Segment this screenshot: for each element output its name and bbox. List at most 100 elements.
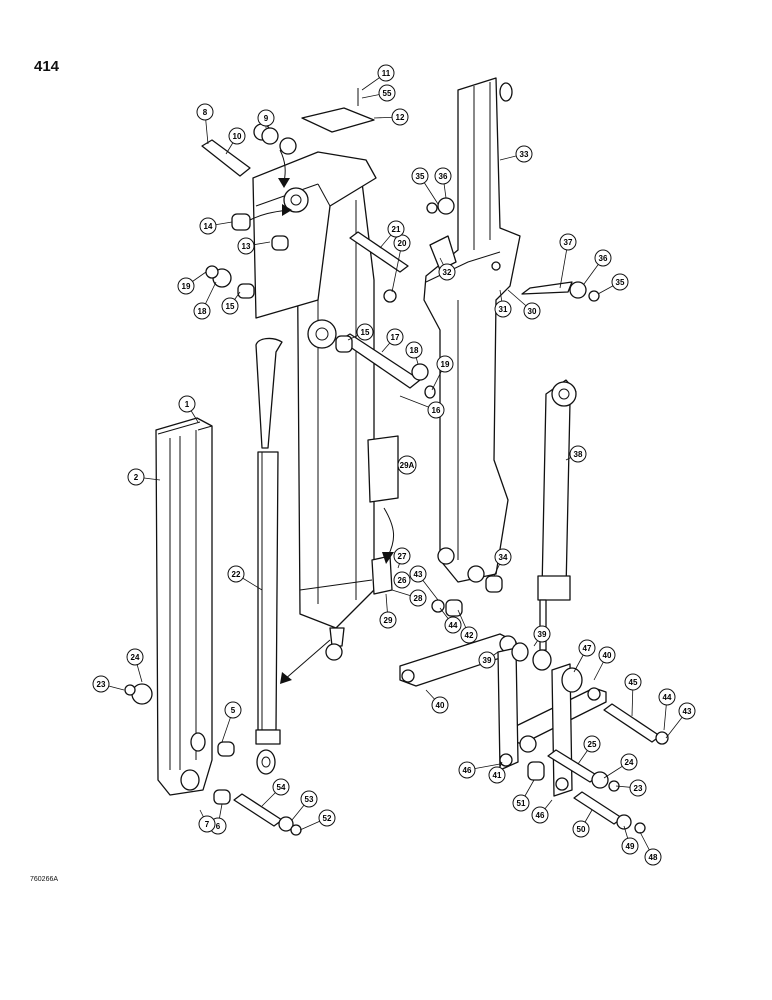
callout-text: 45 [629,678,638,687]
callout-38: 38 [569,445,587,463]
callout-text: 32 [443,268,452,277]
bushing [237,283,255,299]
callout-text: 19 [441,360,450,369]
callout-circle [458,761,476,779]
callout-35: 35 [411,167,429,185]
callout-27: 27 [393,547,411,565]
callout-47: 47 [578,639,596,657]
callout-circle [198,815,216,833]
callout-19: 19 [177,277,195,295]
washer [591,771,609,789]
callout-23: 23 [629,779,647,797]
callout-text: 14 [204,222,213,231]
callout-text: 33 [520,150,529,159]
callout-circle [378,84,396,102]
callout-circle [460,626,478,644]
pin-21 [349,231,409,273]
callout-circle [444,616,462,634]
callout-circle [598,646,616,664]
callout-24: 24 [620,753,638,771]
callout-text: 27 [398,552,407,561]
callout-circle [356,323,374,341]
callout-39: 39 [533,625,551,643]
callout-text: 31 [499,305,508,314]
callout-53: 53 [300,790,318,808]
callout-text: 44 [449,621,458,630]
callout-circle [391,108,409,126]
callout-14: 14 [199,217,217,235]
callout-1: 1 [178,395,196,413]
callout-circle [377,64,395,82]
callout-25: 25 [583,735,601,753]
callout-text: 15 [361,328,370,337]
washer [519,735,537,753]
callout-36: 36 [594,249,612,267]
callout-35: 35 [611,273,629,291]
callout-circle [621,837,639,855]
callout-34: 34 [494,548,512,566]
callout-19: 19 [436,355,454,373]
callout-23: 23 [92,675,110,693]
callout-text: 13 [242,242,251,251]
callout-45: 45 [624,673,642,691]
callout-circle [409,565,427,583]
callout-text: 51 [517,799,526,808]
callout-circle [221,297,239,315]
callout-2: 2 [127,468,145,486]
bushing [527,761,545,781]
callout-circle [494,548,512,566]
callout-text: 43 [683,707,692,716]
bucket-link [497,647,519,771]
callout-text: 23 [634,784,643,793]
callout-circle [227,565,245,583]
callout-circle [434,167,452,185]
callout-41: 41 [488,766,506,784]
callout-50: 50 [572,820,590,838]
bolt [491,261,501,271]
callout-26: 26 [393,571,411,589]
hydraulic-cylinder-right [532,379,577,671]
callout-51: 51 [512,794,530,812]
pin-10 [201,139,251,177]
callout-text: 36 [599,254,608,263]
callout-text: 47 [583,644,592,653]
outer-boom-section [155,417,213,796]
hydraulic-cylinder-left [255,337,283,775]
callout-circle [515,145,533,163]
top-plate [301,107,375,133]
callout-15: 15 [356,323,374,341]
callout-circle [126,648,144,666]
callout-circle [624,673,642,691]
pin-54 [233,793,283,827]
washer [131,683,153,705]
callout-text: 29A [400,461,415,470]
callout-circle [92,675,110,693]
callout-circle [594,249,612,267]
callout-circle [494,300,512,318]
bushing [231,213,251,231]
callout-circle [611,273,629,291]
dipper-stick [423,77,521,583]
callout-circle [523,302,541,320]
drawing-code: 760266A [30,876,59,883]
callout-circle [578,639,596,657]
callout-text: 35 [416,172,425,181]
callout-text: 29 [384,616,393,625]
washer [616,814,632,830]
callout-text: 35 [616,278,625,287]
callout-55: 55 [378,84,396,102]
callout-text: 1 [185,400,190,409]
callout-text: 28 [414,594,423,603]
callout-text: 6 [216,822,221,831]
callout-circle [438,263,456,281]
callout-text: 16 [432,406,441,415]
callout-circle [386,328,404,346]
callout-text: 25 [588,740,597,749]
callout-circle [379,611,397,629]
callout-circle [678,702,696,720]
callout-text: 12 [396,113,405,122]
callout-circle [224,701,242,719]
callout-circle [658,688,676,706]
callout-54: 54 [272,778,290,796]
